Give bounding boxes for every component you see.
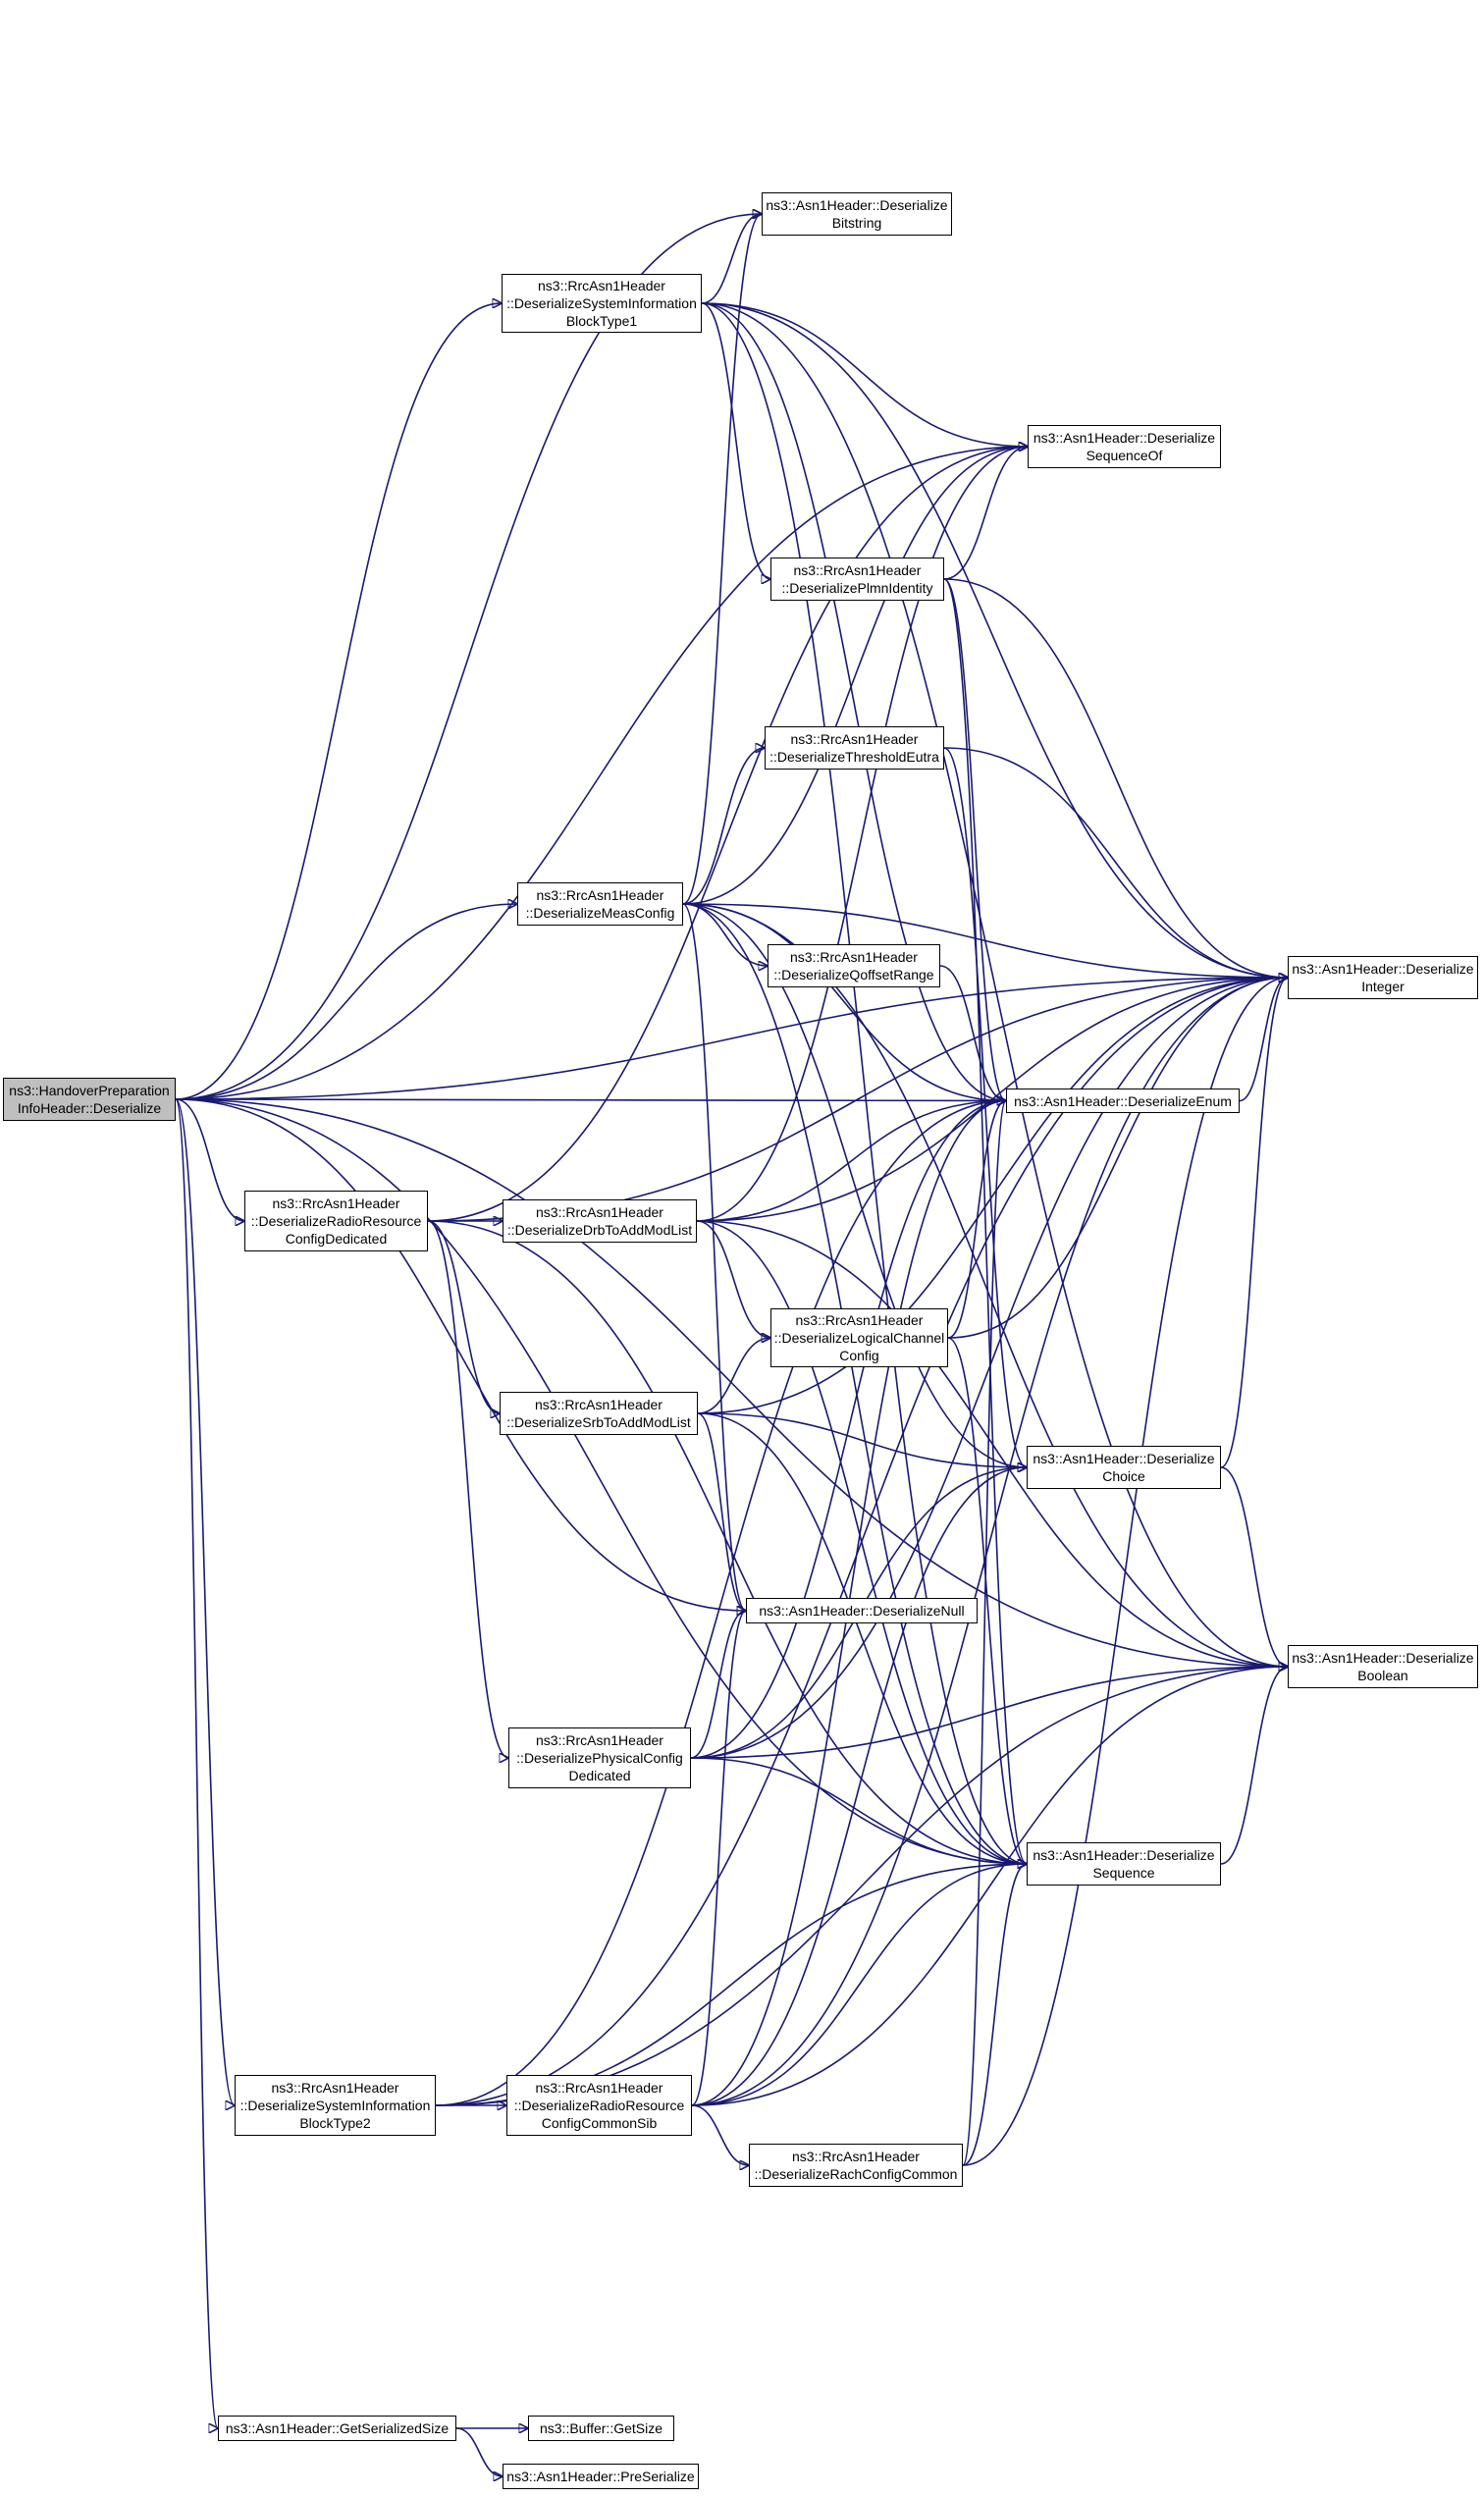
- edge-root-to-sib1: [175, 303, 502, 1100]
- node-deserialize-logical-channel-config[interactable]: ns3::RrcAsn1Header ::DeserializeLogicalC…: [770, 1308, 948, 1367]
- edge-drb-to-boolean: [696, 1220, 1288, 1667]
- node-deserialize-qoffset-range[interactable]: ns3::RrcAsn1Header ::DeserializeQoffsetR…: [768, 944, 940, 987]
- edge-plmn-to-sequenceof: [943, 447, 1028, 580]
- edge-rrccommon-to-rach: [691, 2104, 749, 2165]
- node-deserialize-threshold-eutra[interactable]: ns3::RrcAsn1Header ::DeserializeThreshol…: [765, 726, 944, 770]
- node-deserialize-radio-resource-config-dedicated[interactable]: ns3::RrcAsn1Header ::DeserializeRadioRes…: [244, 1191, 428, 1251]
- edge-sib2-to-integer: [435, 978, 1288, 2106]
- edge-measconfig-to-threshold: [682, 748, 765, 905]
- edge-sequence-to-boolean: [1220, 1667, 1288, 1865]
- edge-root-to-rrcded: [175, 1098, 244, 1221]
- node-deserialize-srb-to-add-mod-list[interactable]: ns3::RrcAsn1Header ::DeserializeSrbToAdd…: [500, 1392, 698, 1435]
- node-deserialize-null[interactable]: ns3::Asn1Header::DeserializeNull: [746, 1598, 978, 1623]
- edge-sib1-to-enum: [701, 302, 1006, 1101]
- edge-root-to-sib2: [175, 1098, 236, 2105]
- edge-drb-to-sequenceof: [696, 447, 1028, 1222]
- edge-rrccommon-to-boolean: [691, 1667, 1288, 2106]
- edge-rrcded-to-sequence: [427, 1220, 1027, 1864]
- edge-sib1-to-sequence: [701, 302, 1027, 1864]
- node-deserialize-drb-to-add-mod-list[interactable]: ns3::RrcAsn1Header ::DeserializeDrbToAdd…: [503, 1199, 697, 1243]
- edge-root-to-bitstring: [175, 214, 762, 1100]
- edge-sib2-to-enum: [435, 1101, 1006, 2106]
- edge-plmn-to-integer: [943, 578, 1288, 978]
- node-deserialize-sib-type1[interactable]: ns3::RrcAsn1Header ::DeserializeSystemIn…: [502, 274, 702, 333]
- edge-drb-to-enum: [696, 1101, 1006, 1222]
- edge-sib1-to-boolean: [701, 302, 1288, 1667]
- edge-sib1-to-integer: [701, 302, 1288, 978]
- edge-qoffset-to-enum: [939, 965, 1006, 1101]
- edge-srb-to-null: [697, 1412, 746, 1611]
- edge-choice-to-integer: [1220, 978, 1288, 1468]
- edge-plmn-to-enum: [943, 578, 1006, 1101]
- edge-rach-to-integer: [962, 978, 1288, 2166]
- edge-root-to-null: [175, 1098, 746, 1611]
- edge-rrccommon-to-sequence: [691, 1864, 1027, 2106]
- node-buffer-get-size[interactable]: ns3::Buffer::GetSize: [528, 2416, 674, 2441]
- node-deserialize-plmn-identity[interactable]: ns3::RrcAsn1Header ::DeserializePlmnIden…: [770, 558, 944, 601]
- edge-rrcded-to-physded: [427, 1220, 508, 1758]
- edge-logch-to-sequence: [947, 1337, 1027, 1864]
- edge-drb-to-logch: [696, 1220, 770, 1338]
- node-deserialize-sequenceof[interactable]: ns3::Asn1Header::Deserialize SequenceOf: [1028, 425, 1221, 468]
- edge-root-to-getsize: [175, 1098, 218, 2428]
- edge-measconfig-to-sequence: [682, 903, 1027, 1864]
- edge-plmn-to-sequence: [943, 578, 1028, 1864]
- edge-measconfig-to-sequenceof: [682, 447, 1028, 905]
- edge-root-to-boolean: [175, 1098, 1288, 1667]
- edge-srb-to-logch: [697, 1338, 770, 1414]
- node-deserialize-rach-config-common[interactable]: ns3::RrcAsn1Header ::DeserializeRachConf…: [749, 2144, 963, 2187]
- edge-threshold-to-integer: [943, 747, 1288, 978]
- edge-rach-to-sequence: [962, 1864, 1027, 2166]
- edge-sib1-to-sequenceof: [701, 302, 1028, 447]
- node-get-serialized-size[interactable]: ns3::Asn1Header::GetSerializedSize: [218, 2416, 456, 2441]
- node-deserialize-sib-type2[interactable]: ns3::RrcAsn1Header ::DeserializeSystemIn…: [235, 2075, 436, 2136]
- node-deserialize-meas-config[interactable]: ns3::RrcAsn1Header ::DeserializeMeasConf…: [517, 882, 683, 926]
- node-deserialize-integer[interactable]: ns3::Asn1Header::Deserialize Integer: [1288, 956, 1478, 999]
- edge-root-to-measconfig: [175, 904, 517, 1100]
- edge-measconfig-to-bitstring: [682, 214, 762, 905]
- node-deserialize-enum[interactable]: ns3::Asn1Header::DeserializeEnum: [1006, 1089, 1240, 1113]
- node-pre-serialize[interactable]: ns3::Asn1Header::PreSerialize: [503, 2464, 699, 2489]
- edge-srb-to-sequence: [697, 1412, 1027, 1864]
- edge-rrcded-to-sequenceof: [427, 447, 1028, 1222]
- node-deserialize-physical-config-dedicated[interactable]: ns3::RrcAsn1Header ::DeserializePhysical…: [508, 1727, 691, 1788]
- edge-rrccommon-to-choice: [691, 1467, 1027, 2106]
- node-deserialize-bitstring[interactable]: ns3::Asn1Header::Deserialize Bitstring: [762, 192, 952, 236]
- edge-root-to-enum: [175, 1099, 1006, 1101]
- edge-srb-to-choice: [697, 1412, 1027, 1467]
- edge-physded-to-enum: [690, 1101, 1006, 1759]
- node-deserialize-radio-resource-config-common-sib[interactable]: ns3::RrcAsn1Header ::DeserializeRadioRes…: [506, 2075, 692, 2136]
- edge-physded-to-boolean: [690, 1667, 1288, 1759]
- edge-enum-to-integer: [1239, 978, 1288, 1102]
- edge-physded-to-null: [690, 1611, 746, 1759]
- edge-logch-to-integer: [947, 978, 1288, 1339]
- edge-rrccommon-to-integer: [691, 978, 1288, 2106]
- edge-drb-to-integer: [696, 978, 1288, 1222]
- edge-physded-to-sequence: [690, 1757, 1027, 1864]
- edge-rach-to-enum: [962, 1101, 1006, 2166]
- node-deserialize-choice[interactable]: ns3::Asn1Header::Deserialize Choice: [1027, 1446, 1221, 1489]
- edge-root-to-sequenceof: [175, 447, 1028, 1100]
- edge-rrcded-to-srb: [427, 1220, 500, 1413]
- edge-sib1-to-plmn: [701, 302, 770, 579]
- edge-logch-to-enum: [947, 1101, 1006, 1339]
- edge-getsize-to-preserialize: [455, 2427, 503, 2476]
- node-handover-preparation-info-deserialize[interactable]: ns3::HandoverPreparation InfoHeader::Des…: [3, 1078, 176, 1121]
- edge-sib2-to-sequence: [435, 1864, 1027, 2106]
- edge-choice-to-boolean: [1220, 1466, 1288, 1667]
- edge-measconfig-to-null: [682, 903, 747, 1611]
- edge-measconfig-to-choice: [682, 903, 1027, 1467]
- edge-rrccommon-to-null: [691, 1611, 747, 2106]
- edge-root-to-sequence: [175, 1098, 1027, 1864]
- node-deserialize-boolean[interactable]: ns3::Asn1Header::Deserialize Boolean: [1288, 1645, 1478, 1688]
- edge-physded-to-integer: [690, 978, 1288, 1759]
- edge-measconfig-to-integer: [682, 903, 1288, 978]
- node-deserialize-sequence[interactable]: ns3::Asn1Header::Deserialize Sequence: [1027, 1842, 1221, 1886]
- edge-srb-to-integer: [697, 978, 1288, 1414]
- edge-root-to-integer: [175, 978, 1288, 1100]
